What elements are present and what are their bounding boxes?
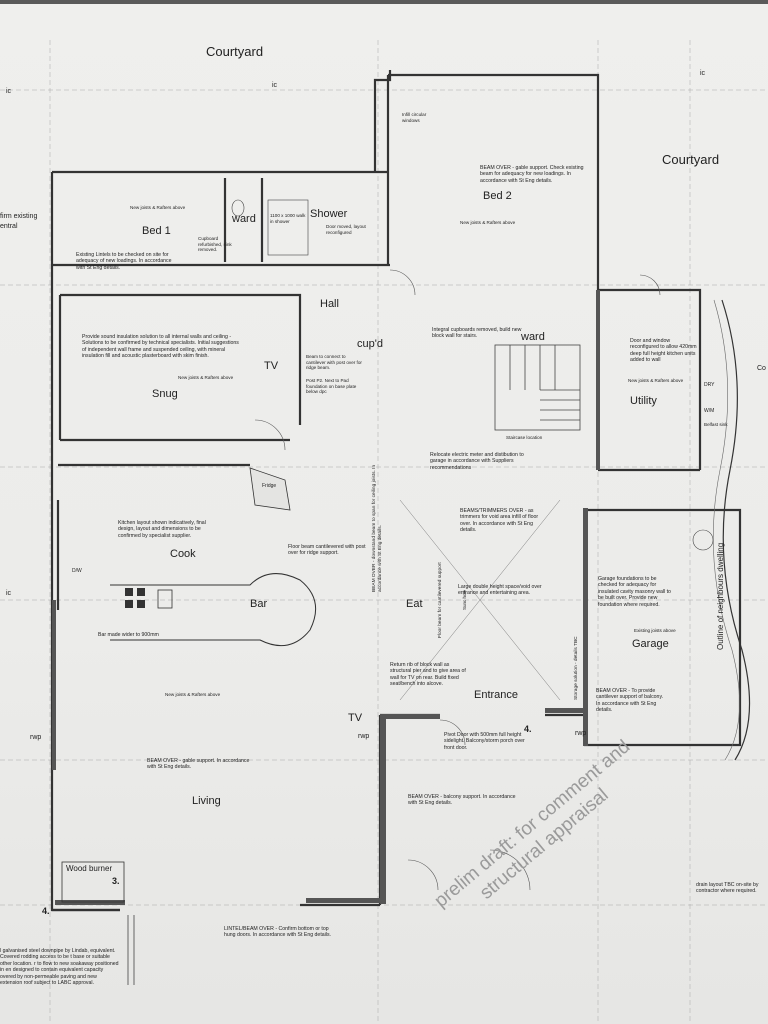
courtyard-right-label: Courtyard bbox=[662, 152, 720, 167]
note-integral: Integral cupboards removed, build new bl… bbox=[432, 327, 522, 340]
note-existing-joists: Existing joists above bbox=[634, 628, 676, 633]
ic-2: ic bbox=[272, 82, 278, 89]
note-vertical-floorbeam: Floor beam for cantilevered support bbox=[438, 562, 443, 638]
note-electric: Relocate electric meter and distibution … bbox=[430, 452, 524, 471]
rwp-mid: rwp bbox=[358, 733, 370, 740]
note-vertical-sunc: Sunc hole bbox=[462, 589, 467, 610]
dry-label: DRY bbox=[704, 382, 715, 388]
utility-label: Utility bbox=[630, 395, 657, 407]
tv2-label: TV bbox=[348, 712, 363, 724]
cupd-label: cup'd bbox=[357, 338, 383, 350]
note-joists-snug: New joists & Rafters above bbox=[178, 375, 234, 380]
note-gable: BEAM OVER - gable support. In accordance… bbox=[147, 758, 250, 771]
mark-4a: 4. bbox=[42, 906, 50, 916]
ic-1: ic bbox=[6, 88, 12, 95]
snug-label: Snug bbox=[152, 388, 178, 400]
entrance-label: Entrance bbox=[474, 689, 519, 701]
mark-4b: 4. bbox=[524, 724, 532, 734]
living-label: Living bbox=[192, 795, 221, 807]
note-door-window: Door and window reconfigured to allow 42… bbox=[630, 338, 697, 364]
note-joists-bed2: New joists & Rafters above bbox=[460, 220, 516, 225]
wm-label: W/M bbox=[704, 408, 715, 414]
note-vertical-beam: BEAM OVER - downstand beam to span for c… bbox=[372, 464, 383, 592]
hall-label: Hall bbox=[320, 298, 339, 310]
note-kitchen: Kitchen layout shown indicatively, final… bbox=[118, 520, 206, 539]
note-firm: firm existing entral bbox=[0, 213, 38, 230]
note-trimmers: BEAMS/TRIMMERS OVER - as trimmers for vo… bbox=[460, 508, 539, 534]
bed1-label: Bed 1 bbox=[142, 225, 171, 237]
note-lintels: Existing Lintels to be checked on site f… bbox=[76, 252, 172, 271]
note-galvanised: l galvanised steel downpipe by Lindab, e… bbox=[0, 948, 119, 987]
note-beam-connect: Beam to connect to cantilever with post … bbox=[306, 354, 362, 371]
note-balcony: BEAM OVER - balcony support. In accordan… bbox=[408, 794, 516, 807]
note-joists-utility: New joists & Rafters above bbox=[628, 378, 684, 383]
rwp-right: rwp bbox=[575, 730, 587, 737]
note-sound: Provide sound insulation solution to all… bbox=[82, 334, 239, 360]
ic-4: ic bbox=[700, 70, 706, 77]
cook-label: Cook bbox=[170, 548, 196, 560]
fridge-label: Fridge bbox=[262, 483, 277, 489]
note-infill: Infill circular windows bbox=[402, 112, 427, 123]
note-right-edge: Co bbox=[757, 365, 766, 372]
dw-label: D/W bbox=[72, 568, 82, 574]
courtyard-top-label: Courtyard bbox=[206, 44, 264, 59]
eat-label: Eat bbox=[406, 598, 423, 610]
note-walk-in: 1100 x 1000 walk in shower bbox=[270, 213, 306, 224]
note-cupboard: Cupboard refurbished, sink removed. bbox=[198, 236, 232, 253]
garage-label: Garage bbox=[632, 638, 669, 650]
ward1-label: ward bbox=[232, 213, 256, 225]
note-beam-balcony: BEAM OVER - To provide cantilever suppor… bbox=[596, 688, 664, 714]
note-neighbours-outline: Outline of neighbours dwelling bbox=[716, 542, 725, 650]
note-large-double: Large double height space/void over entr… bbox=[458, 584, 542, 597]
note-belfast: Belfast sink bbox=[704, 422, 728, 427]
bar-label: Bar bbox=[250, 598, 268, 610]
note-vertical-storage: Storage solution - details TBC bbox=[574, 636, 579, 700]
shower-label: Shower bbox=[310, 208, 348, 220]
note-garage-found: Garage foundations to be checked for ade… bbox=[598, 576, 671, 608]
note-pivot: Pivot Door with 500mm full height sideli… bbox=[444, 732, 525, 751]
bed2-label: Bed 2 bbox=[483, 190, 512, 202]
mark-3: 3. bbox=[112, 876, 120, 886]
tv1-label: TV bbox=[264, 360, 279, 372]
note-floor-beam: Floor beam cantilevered with post over f… bbox=[288, 544, 366, 557]
note-joists-living: New joists & Rafters above bbox=[165, 692, 221, 697]
note-bed2-beam: BEAM OVER - gable support. Check existin… bbox=[480, 165, 584, 184]
note-drain: drain layout TBC on-site by contractor w… bbox=[696, 882, 759, 895]
note-joists-bed1: New joists & Rafters above bbox=[130, 205, 186, 210]
note-staircase: Staircase location bbox=[506, 435, 543, 440]
wood-burner-label: Wood burner bbox=[66, 864, 113, 873]
note-bar-wider: Bar made wider to 900mm bbox=[98, 632, 159, 638]
note-lintel: LINTEL/BEAM OVER - Confirm bottom or top… bbox=[224, 926, 331, 939]
note-door-moved: Door moved, layout reconfigured bbox=[326, 224, 366, 235]
note-post: Post P2. Next to Pad foundation on base … bbox=[306, 378, 357, 395]
rwp-left: rwp bbox=[30, 734, 42, 741]
ic-3: ic bbox=[6, 590, 12, 597]
ward2-label: ward bbox=[521, 331, 545, 343]
note-return-rib: Return rib of block wall as structural p… bbox=[390, 662, 466, 688]
